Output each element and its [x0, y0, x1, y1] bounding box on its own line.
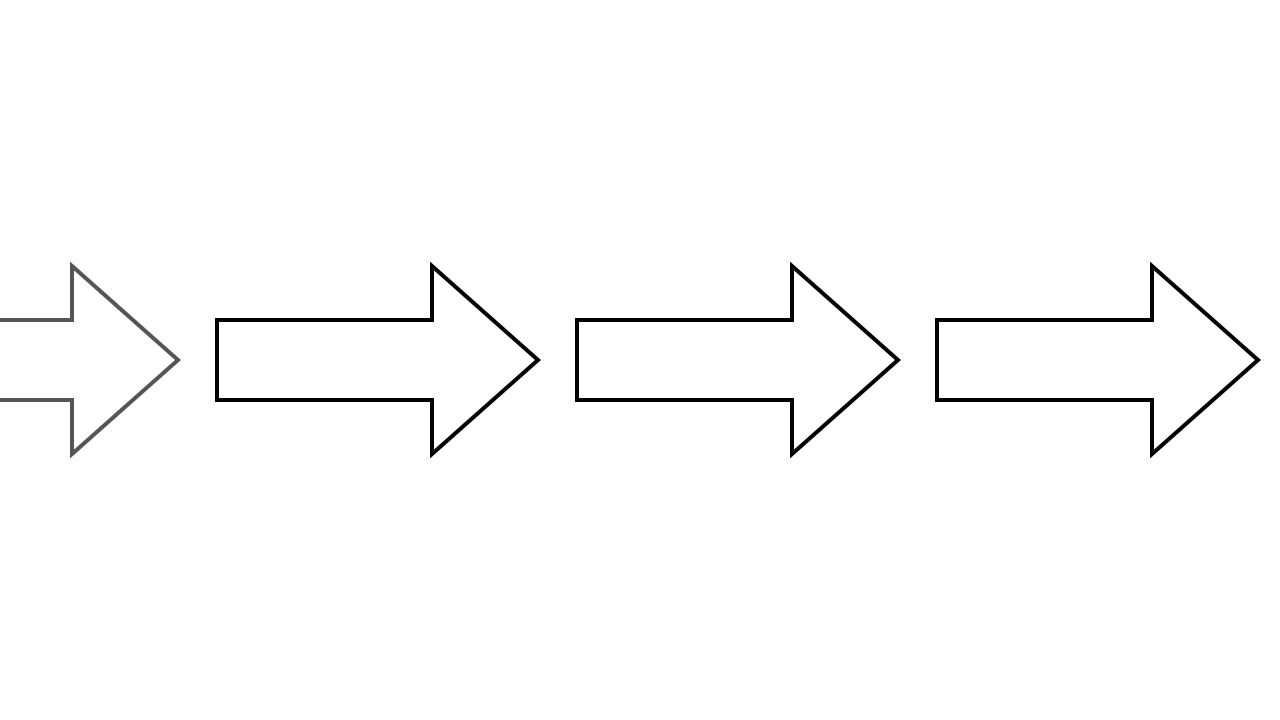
arrow-right-icon	[215, 261, 542, 459]
arrow-right-icon	[0, 261, 182, 459]
arrow-right-icon	[935, 261, 1262, 459]
arrow-right-icon	[575, 261, 902, 459]
